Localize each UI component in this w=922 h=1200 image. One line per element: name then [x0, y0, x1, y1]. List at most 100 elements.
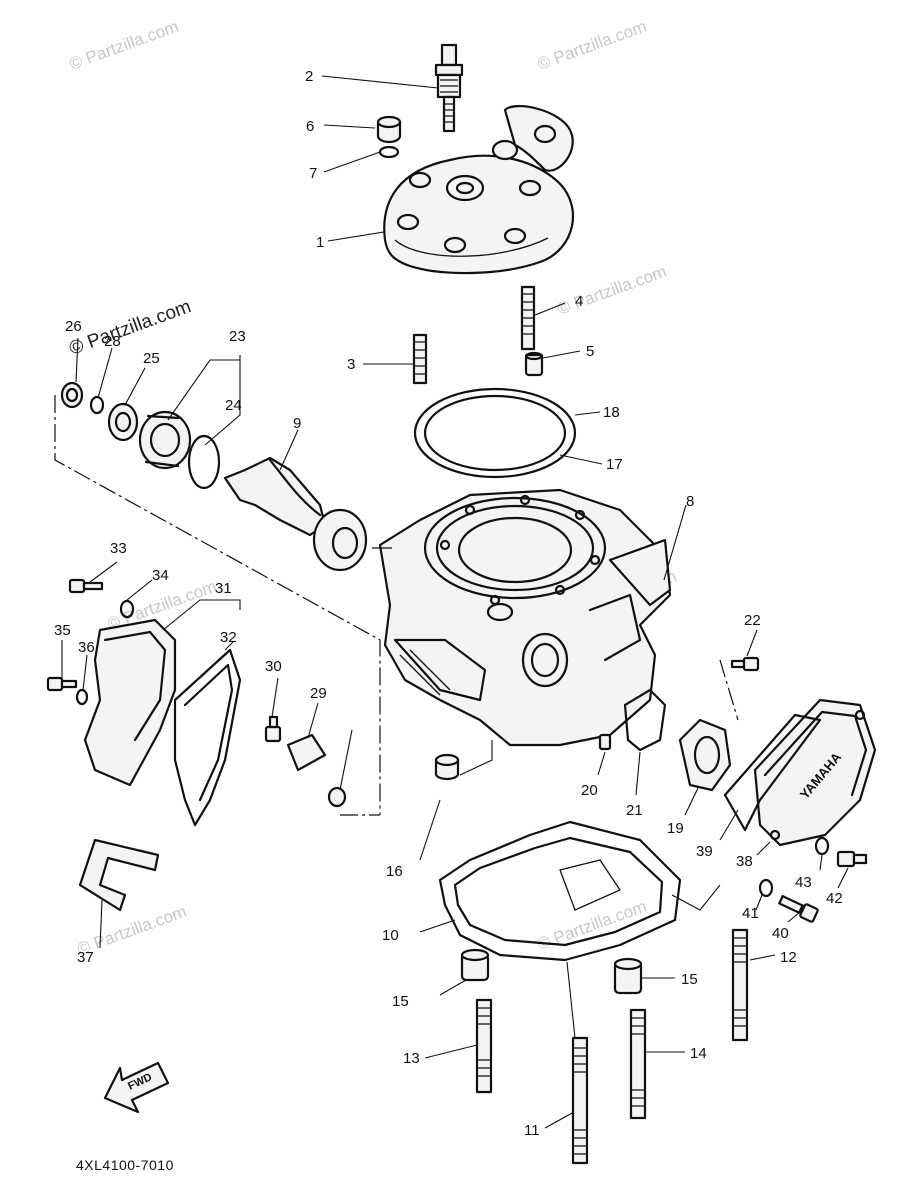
part-side-cover: YAMAHA — [753, 698, 877, 847]
part-bolt — [778, 895, 819, 923]
watermark: © Partzilla.com — [67, 17, 181, 74]
callout-32: 32 — [220, 629, 237, 646]
part-bolt — [46, 676, 78, 692]
part-exhaust-valve — [223, 456, 392, 572]
part-pin — [327, 786, 347, 808]
leader-line — [459, 740, 493, 776]
callout-3: 3 — [347, 356, 355, 373]
callout-15b: 15 — [681, 971, 698, 988]
callout-4: 4 — [575, 293, 583, 310]
callout-36: 36 — [78, 639, 95, 656]
watermark: © Partzilla.com — [535, 17, 649, 74]
callout-11: 11 — [524, 1122, 540, 1139]
callout-29: 29 — [310, 685, 327, 702]
callout-5: 5 — [586, 343, 594, 360]
watermark-dark: © Partzilla.com — [67, 296, 194, 360]
callout-37: 37 — [77, 949, 94, 966]
part-gasket — [623, 688, 667, 752]
callout-13: 13 — [403, 1050, 420, 1067]
callout-42: 42 — [826, 890, 843, 907]
callout-25: 25 — [143, 350, 160, 367]
part-valve-housing — [138, 410, 192, 470]
part-washer — [378, 145, 400, 159]
part-cover-gasket — [723, 713, 822, 832]
callout-34: 34 — [152, 567, 169, 584]
callout-6: 6 — [306, 118, 314, 135]
callout-7: 7 — [309, 165, 317, 182]
part-collar — [60, 381, 84, 409]
callout-41: 41 — [742, 905, 759, 922]
callout-15: 15 — [392, 993, 409, 1010]
part-cover-gasket — [173, 648, 242, 827]
callout-18: 18 — [603, 404, 620, 421]
callout-23: 23 — [229, 328, 246, 345]
watermarks: © Partzilla.com © Partzilla.com © Partzi… — [67, 17, 679, 959]
part-bolt — [264, 715, 282, 743]
callout-labels: 1 2 3 4 5 6 7 8 9 10 11 12 13 14 15 15 1… — [54, 68, 843, 1139]
fwd-arrow-icon: FWD — [103, 1061, 170, 1114]
part-washer — [758, 878, 774, 898]
part-cap-nut — [376, 115, 402, 144]
watermark: © Partzilla.com — [555, 262, 669, 319]
callout-40: 40 — [772, 925, 789, 942]
part-stud-short — [412, 333, 428, 385]
part-stud-long — [520, 285, 536, 351]
part-washer — [75, 688, 89, 706]
part-dowel — [613, 957, 643, 995]
part-clip — [78, 838, 160, 912]
part-spark-plug — [434, 43, 464, 133]
part-lever — [286, 733, 327, 772]
assembly-line — [719, 659, 739, 721]
callout-16: 16 — [386, 863, 403, 880]
callout-39: 39 — [696, 843, 713, 860]
callout-1: 1 — [316, 234, 324, 251]
assembly-line — [54, 395, 381, 815]
callout-10: 10 — [382, 927, 399, 944]
callout-26: 26 — [65, 318, 82, 335]
part-dowel — [460, 948, 490, 982]
part-o-ring-outer — [413, 387, 577, 479]
part-o-ring-inner — [423, 394, 567, 472]
part-bolt — [68, 578, 104, 594]
part-washer — [814, 836, 830, 856]
callout-21: 21 — [626, 802, 643, 819]
part-base-gasket — [438, 820, 682, 962]
callout-28: 28 — [104, 333, 121, 350]
part-dowel — [434, 753, 460, 781]
part-pin — [598, 733, 612, 751]
part-base-stud — [571, 1036, 589, 1165]
part-bearing — [107, 402, 139, 442]
part-small-o-ring — [89, 395, 105, 415]
callout-43: 43 — [795, 874, 812, 891]
part-cylinder-head — [383, 105, 575, 275]
callout-19: 19 — [667, 820, 684, 837]
callout-14: 14 — [690, 1045, 707, 1062]
callout-31: 31 — [215, 580, 232, 597]
callout-24: 24 — [225, 397, 242, 414]
leader-line — [671, 884, 721, 911]
callout-9: 9 — [293, 415, 301, 432]
callout-35: 35 — [54, 622, 71, 639]
part-bolt — [730, 656, 760, 672]
callout-30: 30 — [265, 658, 282, 675]
part-base-stud — [475, 998, 493, 1094]
callout-38: 38 — [736, 853, 753, 870]
part-cylinder — [378, 488, 672, 747]
callout-17: 17 — [606, 456, 623, 473]
callout-33: 33 — [110, 540, 127, 557]
leader-lines — [61, 75, 849, 1129]
callout-20: 20 — [581, 782, 598, 799]
part-outlet-cover — [678, 718, 732, 792]
part-bolt — [836, 850, 868, 868]
diagram-code: 4XL4100-7010 — [76, 1157, 174, 1173]
part-valve-cover — [83, 618, 177, 787]
part-dowel — [524, 351, 544, 377]
part-o-ring — [187, 434, 221, 490]
part-base-stud — [731, 928, 749, 1042]
callout-2: 2 — [305, 68, 313, 85]
callout-12: 12 — [780, 949, 797, 966]
part-washer — [119, 599, 135, 619]
part-base-stud — [629, 1008, 647, 1120]
callout-22: 22 — [744, 612, 761, 629]
